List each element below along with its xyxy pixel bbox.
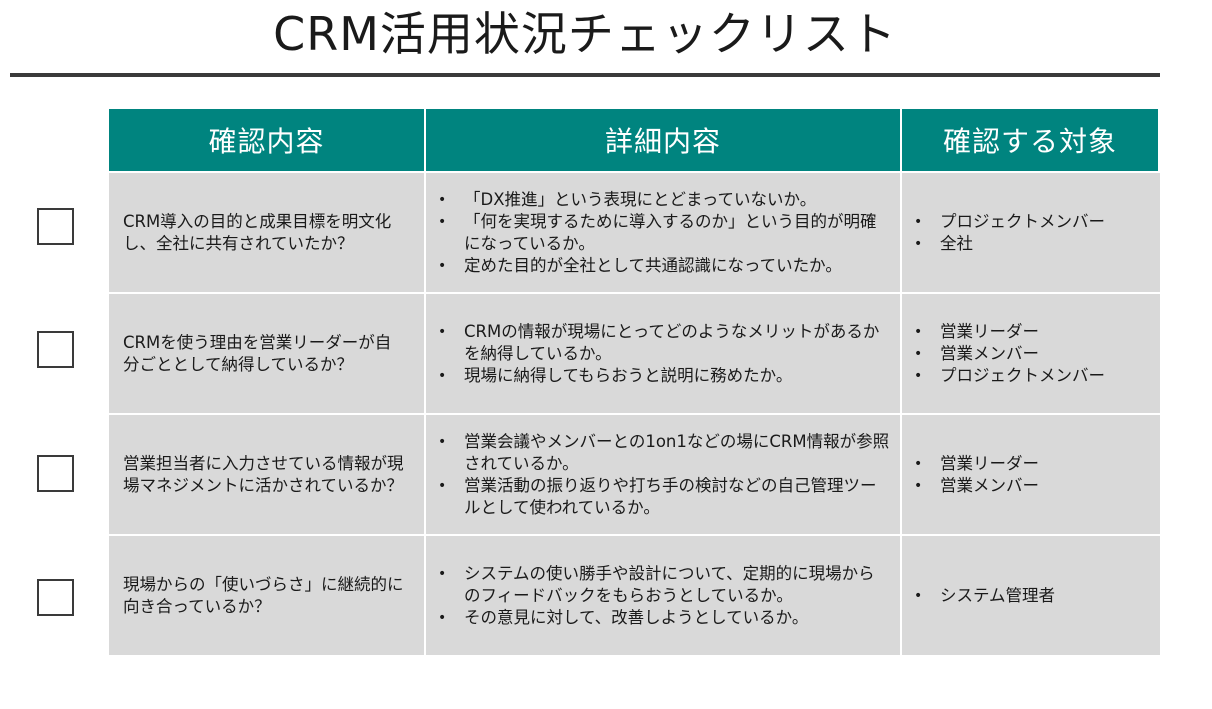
detail-cell: CRMの情報が現場にとってどのようなメリットがあるかを納得しているか。 現場に納… <box>426 292 902 413</box>
target-list: 営業リーダー 営業メンバー <box>910 453 1039 497</box>
detail-item: 「DX推進」という表現にとどまっていないか。 <box>434 189 890 211</box>
check-item-text: CRMを使う理由を営業リーダーが自分ごととして納得しているか？ <box>109 292 426 413</box>
detail-item: その意見に対して、改善しようとしているか。 <box>434 607 890 629</box>
header-target: 確認する対象 <box>902 109 1160 171</box>
detail-item: 営業会議やメンバーとの1on1などの場にCRM情報が参照されているか。 <box>434 431 890 475</box>
checkbox-row-2[interactable] <box>37 331 74 368</box>
detail-item: システムの使い勝手や設計について、定期的に現場からのフィードバックをもらおうとし… <box>434 563 890 607</box>
target-item: 営業リーダー <box>910 453 1039 475</box>
target-item: プロジェクトメンバー <box>910 365 1105 387</box>
detail-item: 定めた目的が全社として共通認識になっていたか。 <box>434 255 890 277</box>
check-item-text: CRM導入の目的と成果目標を明文化し、全社に共有されていたか？ <box>109 171 426 292</box>
detail-item: 「何を実現するために導入するのか」という目的が明確になっているか。 <box>434 211 890 255</box>
detail-item: 現場に納得してもらおうと説明に務めたか。 <box>434 365 890 387</box>
title-divider <box>10 73 1160 77</box>
target-list: 営業リーダー 営業メンバー プロジェクトメンバー <box>910 321 1105 387</box>
target-cell: プロジェクトメンバー 全社 <box>902 171 1160 292</box>
check-item-text: 現場からの「使いづらさ」に継続的に向き合っているか？ <box>109 534 426 655</box>
target-list: プロジェクトメンバー 全社 <box>910 211 1105 255</box>
detail-cell: 営業会議やメンバーとの1on1などの場にCRM情報が参照されているか。 営業活動… <box>426 413 902 534</box>
checkbox-row-3[interactable] <box>37 455 74 492</box>
detail-list: CRMの情報が現場にとってどのようなメリットがあるかを納得しているか。 現場に納… <box>434 321 890 387</box>
check-item-text: 営業担当者に入力させている情報が現場マネジメントに活かされているか？ <box>109 413 426 534</box>
target-item: 全社 <box>910 233 1105 255</box>
detail-list: 営業会議やメンバーとの1on1などの場にCRM情報が参照されているか。 営業活動… <box>434 431 890 519</box>
target-item: 営業リーダー <box>910 321 1105 343</box>
detail-item: CRMの情報が現場にとってどのようなメリットがあるかを納得しているか。 <box>434 321 890 365</box>
detail-cell: 「DX推進」という表現にとどまっていないか。 「何を実現するために導入するのか」… <box>426 171 902 292</box>
detail-list: 「DX推進」という表現にとどまっていないか。 「何を実現するために導入するのか」… <box>434 189 890 277</box>
checkbox-row-4[interactable] <box>37 579 74 616</box>
target-item: システム管理者 <box>910 585 1055 607</box>
detail-cell: システムの使い勝手や設計について、定期的に現場からのフィードバックをもらおうとし… <box>426 534 902 655</box>
target-item: 営業メンバー <box>910 343 1105 365</box>
header-check-item: 確認内容 <box>109 109 426 171</box>
target-cell: システム管理者 <box>902 534 1160 655</box>
checkbox-row-1[interactable] <box>37 208 74 245</box>
page-title: CRM活用状況チェックリスト <box>273 7 897 61</box>
target-list: システム管理者 <box>910 585 1055 607</box>
target-item: 営業メンバー <box>910 475 1039 497</box>
target-item: プロジェクトメンバー <box>910 211 1105 233</box>
target-cell: 営業リーダー 営業メンバー <box>902 413 1160 534</box>
detail-list: システムの使い勝手や設計について、定期的に現場からのフィードバックをもらおうとし… <box>434 563 890 629</box>
header-details: 詳細内容 <box>426 109 902 171</box>
checklist-table: 確認内容 詳細内容 確認する対象 CRM導入の目的と成果目標を明文化し、全社に共… <box>109 109 1160 655</box>
target-cell: 営業リーダー 営業メンバー プロジェクトメンバー <box>902 292 1160 413</box>
detail-item: 営業活動の振り返りや打ち手の検討などの自己管理ツールとして使われているか。 <box>434 475 890 519</box>
